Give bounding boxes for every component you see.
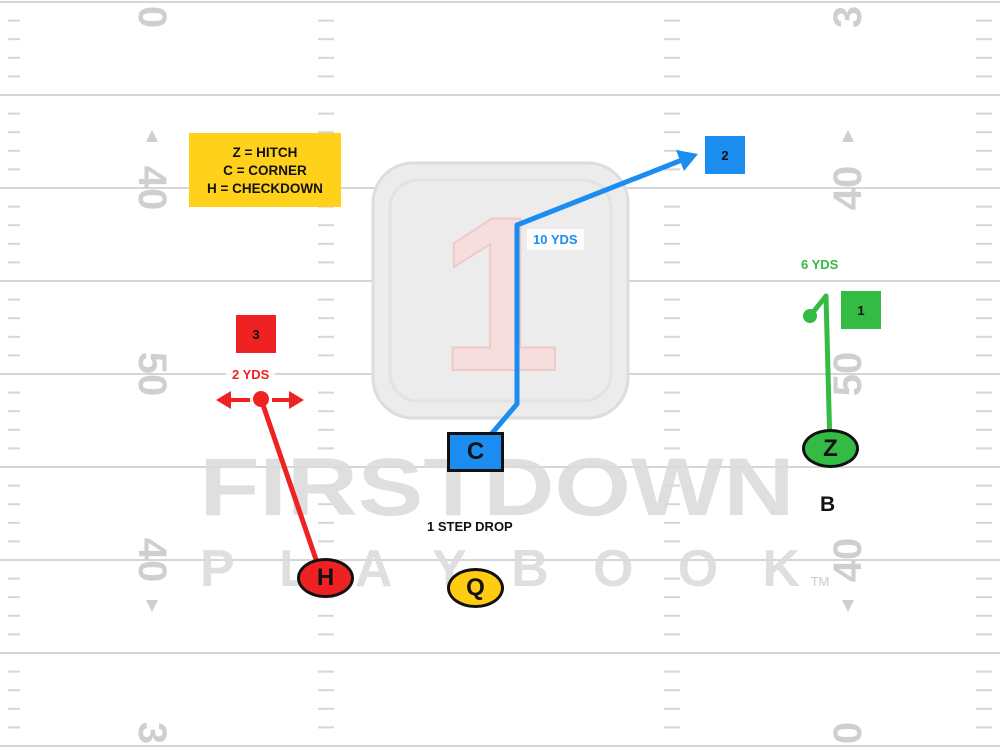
hash-marks — [8, 1, 992, 729]
route-z — [803, 293, 833, 451]
route-h-distance: 2 YDS — [226, 364, 276, 385]
yard-number: 0 — [130, 6, 174, 28]
read-order-z: 1 — [841, 291, 881, 329]
qb-drop-label: 1 STEP DROP — [421, 516, 519, 537]
route-z-endpoint-icon — [803, 309, 817, 323]
yard-arrow-icon — [146, 130, 158, 142]
legend-line-z: Z = HITCH — [232, 145, 298, 160]
player-b: B — [814, 491, 842, 519]
yard-arrow-icon — [146, 600, 158, 612]
route-h-path — [258, 398, 325, 578]
route-c-arrowhead-icon — [676, 150, 698, 171]
legend-line-h: H = CHECKDOWN — [207, 181, 323, 196]
yard-arrow-icon — [842, 130, 854, 142]
read-order-h: 3 — [236, 315, 276, 353]
read-order-c: 2 — [705, 136, 745, 174]
route-h-left-arrow-icon — [216, 391, 231, 409]
watermark-logo-glyph: 1 — [439, 171, 561, 417]
yard-number: 0 — [826, 722, 870, 744]
yard-arrow-icon — [842, 600, 854, 612]
player-q: Q — [447, 568, 504, 608]
watermark-tm: TM — [811, 574, 830, 589]
yard-number: 50 — [826, 352, 870, 397]
route-h — [216, 391, 325, 578]
yard-numbers: 0 40 50 40 3 3 40 50 40 0 — [130, 6, 870, 744]
route-c-distance: 10 YDS — [527, 229, 584, 250]
yard-number: 3 — [130, 722, 174, 744]
yard-number: 40 — [826, 538, 870, 583]
route-h-right-arrow-icon — [289, 391, 304, 409]
route-legend: Z = HITCH C = CORNER H = CHECKDOWN — [189, 133, 341, 207]
route-c-path — [474, 157, 683, 454]
yard-number: 50 — [130, 352, 174, 397]
player-h: H — [297, 558, 354, 598]
yard-number: 40 — [130, 538, 174, 583]
route-h-endpoint-icon — [253, 391, 269, 407]
route-z-distance: 6 YDS — [795, 254, 845, 275]
yard-number: 40 — [130, 166, 174, 211]
yard-number: 40 — [826, 166, 870, 211]
player-z: Z — [802, 429, 859, 468]
route-c — [474, 150, 698, 454]
legend-line-c: C = CORNER — [223, 163, 307, 178]
yard-direction-arrows — [146, 130, 854, 612]
player-c: C — [447, 432, 504, 472]
route-z-path — [807, 293, 833, 451]
watermark-logo: 1 — [371, 161, 630, 420]
yard-number: 3 — [826, 6, 870, 28]
